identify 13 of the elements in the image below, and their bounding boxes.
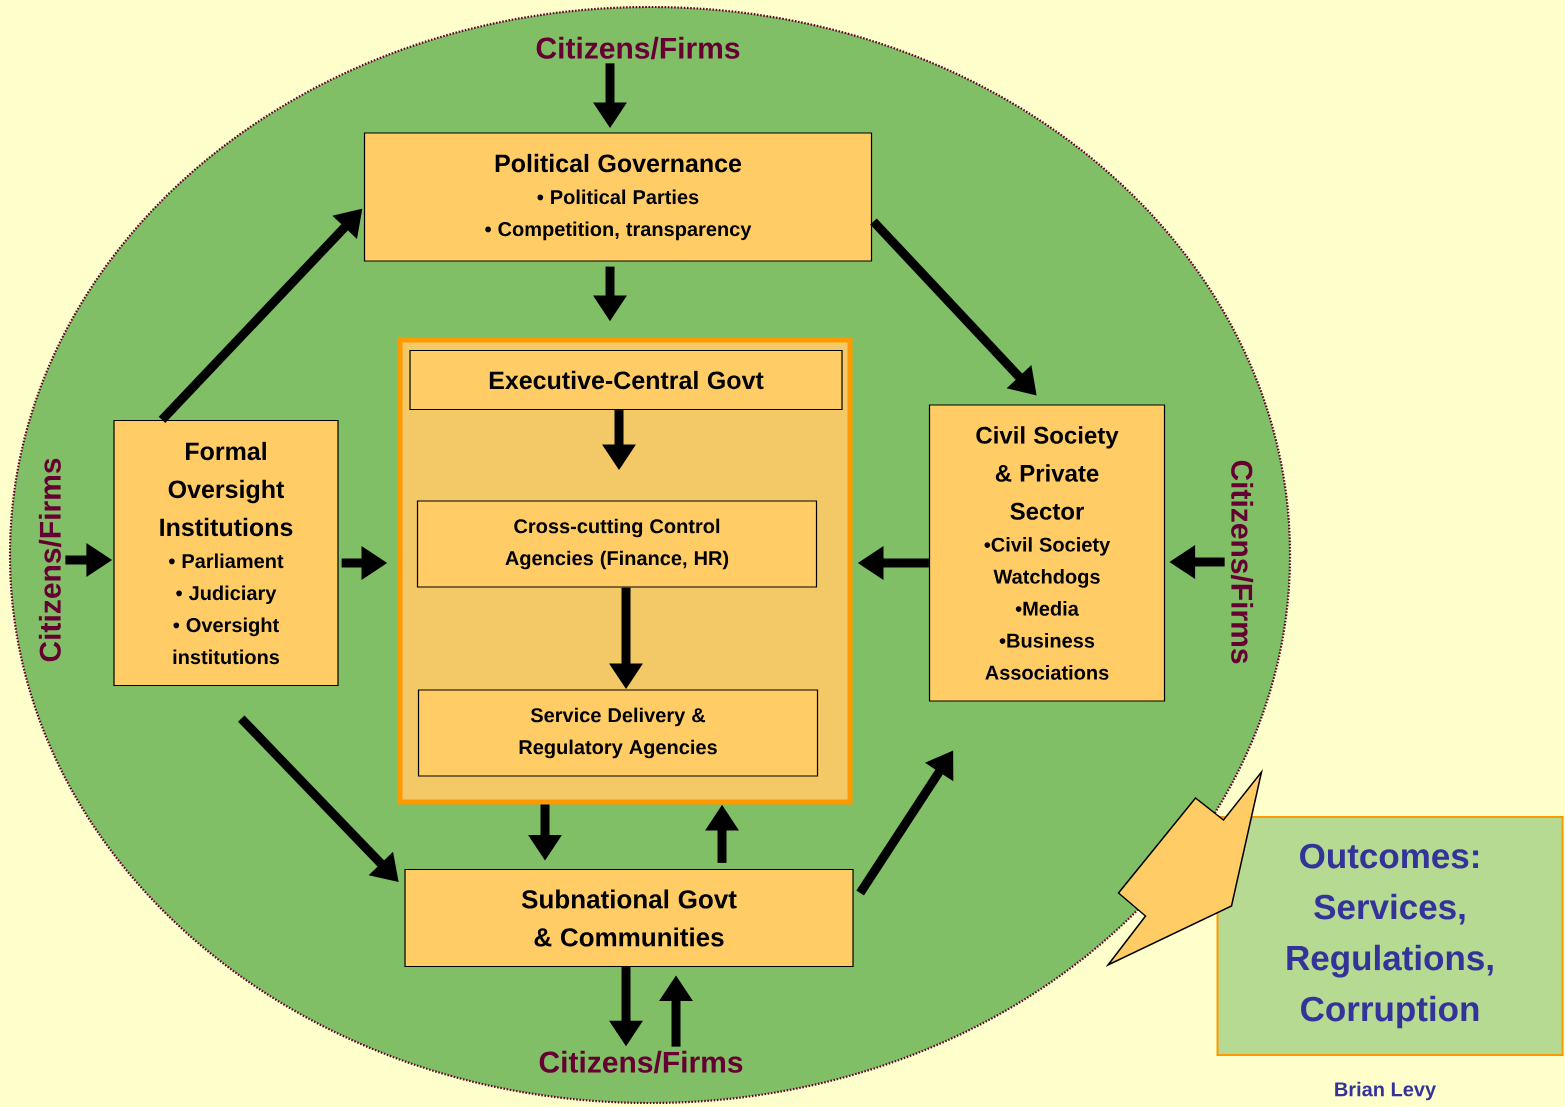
- citizens-label: Citizens/Firms: [1230, 460, 1254, 664]
- process-box: Formal Oversight Institutions • Parliament • Judiciary • Oversight institutions: [113, 419, 339, 687]
- process-box: Subnational Govt & Communities: [404, 868, 854, 968]
- citizens-label: Citizens/Firms: [536, 36, 740, 60]
- citizens-label: Citizens/Firms: [539, 1050, 743, 1074]
- author-name: Brian Levy: [1335, 1081, 1436, 1101]
- process-box: Cross-cutting Control Agencies (Finance, HR): [416, 500, 818, 588]
- process-box: Political Governance • Political Parties • Competition, transparency: [363, 132, 873, 262]
- outcome-box: Outcomes: Services, Regulations, Corruption: [1216, 816, 1564, 1056]
- citizens-label: Citizens/Firms: [38, 458, 62, 662]
- process-box: Civil Society & Private Sector •Civil Society Watchdogs •Media •Business Associations: [928, 404, 1166, 702]
- process-box: Executive-Central Govt: [409, 349, 843, 411]
- process-box: Service Delivery & Regulatory Agencies: [417, 689, 819, 777]
